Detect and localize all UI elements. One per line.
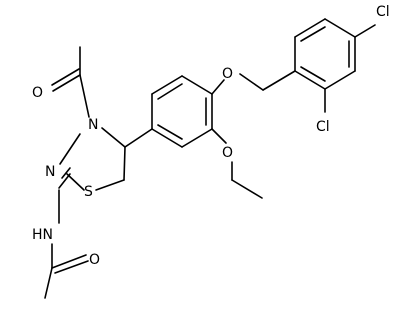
atom-label-oxygen-benzyl-ether: O bbox=[222, 66, 233, 82]
acetyl-group-top bbox=[51, 46, 90, 118]
atom-label-sulfur: S bbox=[84, 184, 93, 200]
amide-link bbox=[44, 189, 89, 299]
dichlorophenyl-ring bbox=[294, 18, 376, 113]
benzyloxy-link bbox=[211, 70, 296, 95]
atom-label-nitrogen-3: N bbox=[45, 164, 55, 180]
atom-label-chlorine-para: Cl bbox=[376, 4, 390, 20]
ethoxy-group bbox=[211, 128, 263, 199]
atom-label-nitrogen-4: N bbox=[88, 117, 98, 133]
atom-label-oxygen-ethoxy: O bbox=[222, 145, 233, 161]
central-benzene-ring bbox=[124, 75, 213, 148]
atom-label-oxygen-amide: O bbox=[89, 252, 100, 268]
atom-label-amide-nh: HN bbox=[32, 227, 53, 243]
atom-label-chlorine-ortho: Cl bbox=[316, 119, 330, 135]
thiadiazoline-ring bbox=[58, 127, 126, 191]
atom-label-oxygen-acetyl: O bbox=[32, 85, 43, 101]
